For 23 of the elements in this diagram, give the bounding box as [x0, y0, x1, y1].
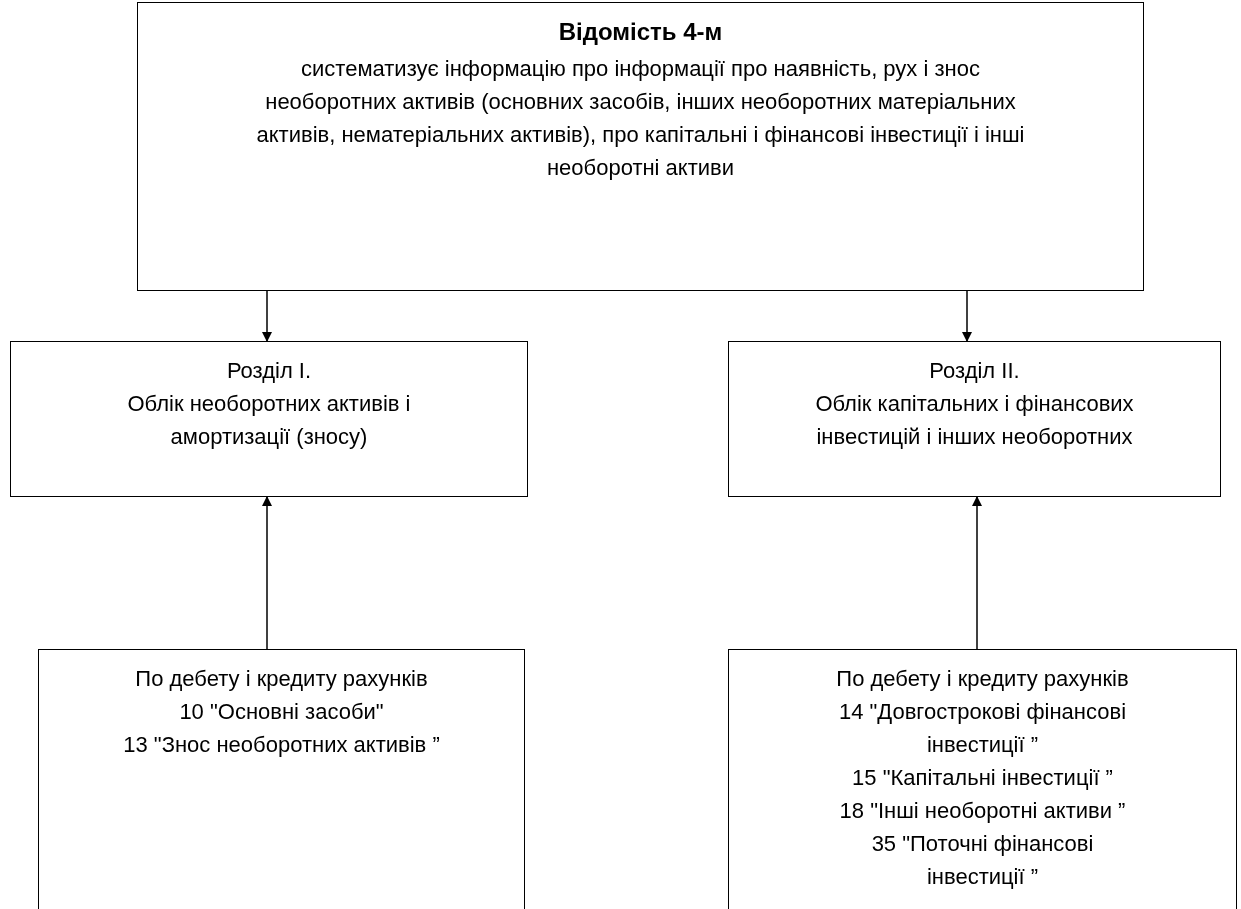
arrow — [972, 496, 982, 650]
arrow — [962, 290, 972, 342]
box-text: По дебету і кредиту рахунків — [135, 665, 428, 693]
box-text: 13 "Знос необоротних активів ” — [123, 731, 440, 759]
text-box — [728, 341, 1221, 497]
box-text: 18 "Інші необоротні активи ” — [839, 797, 1126, 825]
box-text: Розділ ІІ. — [929, 357, 1020, 385]
arrow — [262, 290, 272, 342]
box-text: 35 "Поточні фінансові інвестиції ” — [870, 830, 1095, 891]
box-text: 15 "Капітальні інвестиції ” — [852, 764, 1113, 792]
text-box — [38, 649, 525, 909]
text-box — [728, 649, 1237, 909]
box-text: Розділ І. — [226, 357, 312, 385]
box-text: 10 "Основні засоби" — [179, 698, 384, 726]
box-text: систематизує інформацію про інформації про наявність, рух і знос необоротних активів (основних засобів, інших необоротних матеріальних активів, нематеріальних активів), про капітальні і фінансові інвестиції і інші необоротні активи — [255, 55, 1026, 182]
box-text: 14 "Довгострокові фінансові інвестиції ” — [837, 698, 1128, 759]
text-box — [137, 2, 1144, 291]
box-title: Відомість 4-м — [558, 17, 723, 47]
box-text: Облік капітальних і фінансових інвестицій і інших необоротних — [814, 390, 1135, 451]
text-box — [10, 341, 528, 497]
arrow — [262, 496, 272, 650]
box-text: Облік необоротних активів і амортизації (зносу) — [126, 390, 412, 451]
box-text: По дебету і кредиту рахунків — [836, 665, 1129, 693]
